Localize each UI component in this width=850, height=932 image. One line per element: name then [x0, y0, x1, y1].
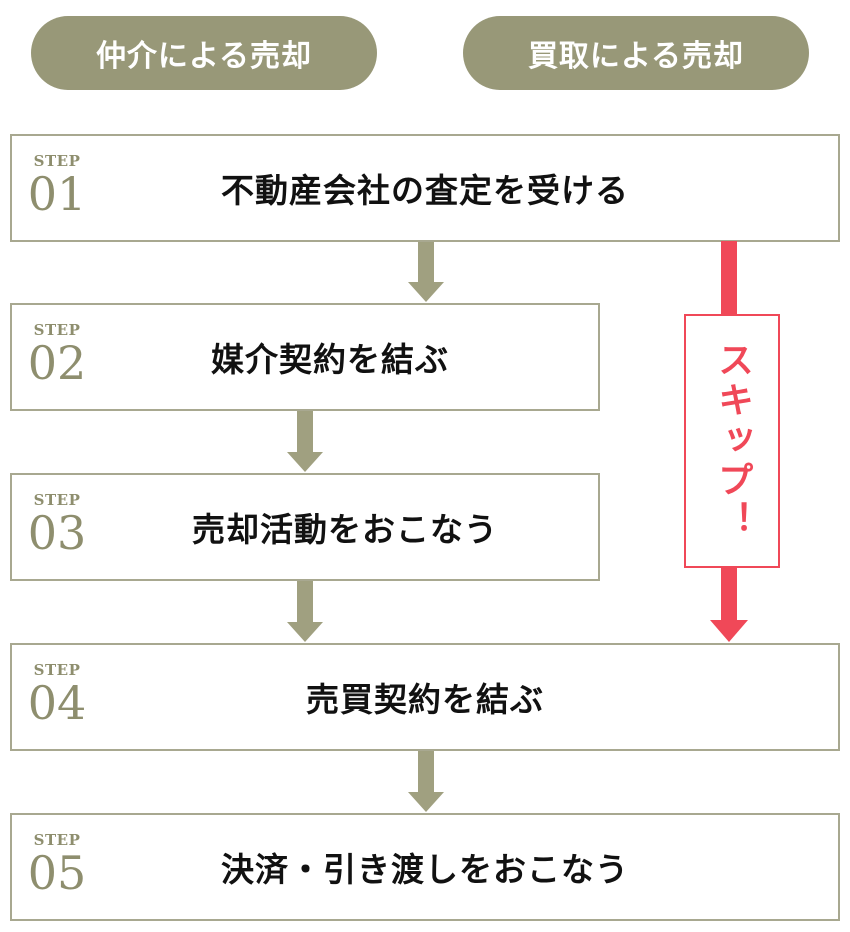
step-number: 03 — [27, 506, 87, 560]
step-tag: STEP 03 — [22, 491, 92, 560]
tab-brokerage-sale: 仲介による売却 — [31, 16, 377, 90]
step-number: 01 — [27, 167, 87, 221]
flow-arrow-down-icon — [287, 411, 323, 472]
step-tag: STEP 05 — [22, 831, 92, 900]
step-title: 売買契約を結ぶ — [306, 680, 544, 719]
step-title: 売却活動をおこなう — [192, 510, 498, 549]
flow-arrow-down-icon — [287, 581, 323, 642]
step-word: STEP — [33, 661, 81, 679]
step-box-01: STEP 01 不動産会社の査定を受ける — [10, 134, 840, 242]
step-box-04: STEP 04 売買契約を結ぶ — [10, 643, 840, 751]
step-tag: STEP 01 — [22, 152, 92, 221]
flow-arrow-down-icon — [408, 242, 444, 302]
skip-arrow-line — [721, 241, 737, 314]
step-number: 04 — [27, 676, 87, 730]
step-number: 05 — [27, 846, 87, 900]
skip-arrow-line — [721, 568, 737, 624]
flow-arrow-down-icon — [408, 751, 444, 812]
skip-arrow-head-icon — [710, 620, 748, 642]
step-word: STEP — [33, 831, 81, 849]
step-title: 不動産会社の査定を受ける — [221, 171, 629, 210]
skip-box: スキップ！ — [684, 314, 780, 568]
step-title: 媒介契約を結ぶ — [211, 340, 449, 379]
step-box-02: STEP 02 媒介契約を結ぶ — [10, 303, 600, 411]
step-tag: STEP 02 — [22, 321, 92, 390]
step-word: STEP — [33, 152, 81, 170]
step-word: STEP — [33, 321, 81, 339]
tab-buyout-sale: 買取による売却 — [463, 16, 809, 90]
step-title: 決済・引き渡しをおこなう — [221, 850, 629, 889]
step-word: STEP — [33, 491, 81, 509]
skip-label: スキップ！ — [712, 341, 753, 541]
step-tag: STEP 04 — [22, 661, 92, 730]
step-box-05: STEP 05 決済・引き渡しをおこなう — [10, 813, 840, 921]
step-box-03: STEP 03 売却活動をおこなう — [10, 473, 600, 581]
step-number: 02 — [27, 336, 87, 390]
